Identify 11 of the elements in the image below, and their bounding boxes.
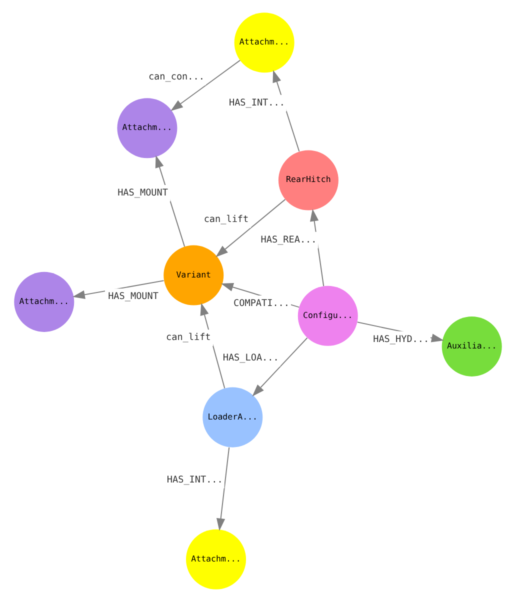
edge-label: HAS_HYD...: [372, 334, 429, 345]
edge-label: can_con...: [148, 71, 204, 82]
edge-label: HAS_LOA...: [222, 352, 278, 364]
edge-label: COMPATI...: [233, 298, 290, 310]
edge-label: HAS_MOUNT: [117, 188, 168, 199]
edge-label: HAS_MOUNT: [108, 291, 158, 302]
edge-label: HAS_INT...: [228, 97, 284, 108]
edge-label: HAS_REA...: [260, 234, 316, 246]
edge-label: HAS_INT...: [166, 474, 222, 486]
edge-label: can_lift: [166, 332, 210, 344]
edge-label: can_lift: [203, 214, 248, 225]
